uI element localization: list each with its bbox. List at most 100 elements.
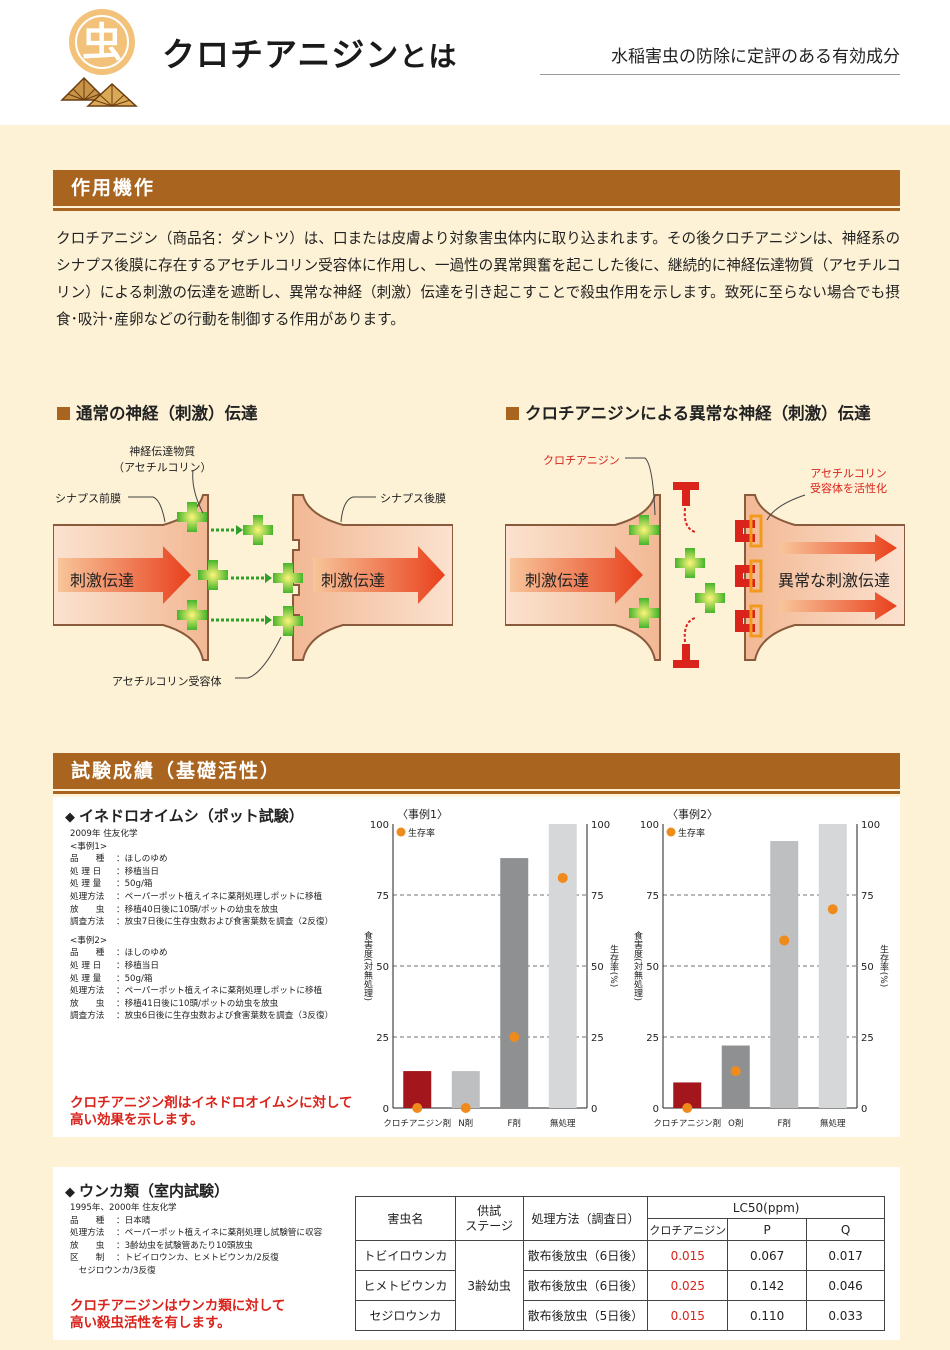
meta-row: 処理方法：ペーパーポット植えイネに薬剤処理しポットに移植 (70, 891, 323, 902)
survival-point (509, 1032, 520, 1042)
page-title: クロチアニジンとは (162, 35, 458, 74)
rice-callout: クロチアニジン剤はイネドロオイムシに対して高い効果を示します。 (70, 1095, 353, 1128)
meta-row: 処 理 日：移植当日 (70, 960, 159, 971)
meta-row: 1995年、2000年 住友化学 (70, 1203, 177, 1213)
meta-row: 区 制：トビイロウンカ、ヒメトビウンカ/2反復 (70, 1253, 279, 1264)
bar (770, 841, 799, 1108)
survival-point (682, 1103, 693, 1113)
y2-tick-label: 100 (861, 820, 880, 831)
bar (451, 1071, 480, 1108)
table-row: セジロウンカ 散布後放虫（5日後） 0.015 0.110 0.033 (355, 1300, 885, 1331)
meta-row: 放 虫：移植41日後に10頭/ポットの幼虫を放虫 (70, 998, 279, 1009)
section-heading-results: 試験成績（基礎活性） (53, 753, 900, 794)
diagram-right-heading: クロチアニジンによる異常な神経（刺激）伝達 (506, 400, 871, 424)
y2-tick-label: 0 (591, 1104, 597, 1115)
diagram-left-heading: 通常の神経（刺激）伝達 (57, 400, 258, 424)
meta-row: 品 種：ほしのゆめ (70, 854, 168, 865)
meta-row: セジロウンカ/3反復 (70, 1265, 156, 1276)
y2-tick-label: 0 (861, 1104, 867, 1115)
col-stage: 供試ステージ (454, 1196, 524, 1241)
y-axis-label: 食害度(対無処理) (632, 930, 643, 1001)
meta-row: 品 種：ほしのゆめ (70, 948, 168, 959)
x-tick-label: F剤 (778, 1118, 791, 1129)
col-a: クロチアニジン (647, 1218, 729, 1241)
tagline-divider (540, 74, 900, 75)
section-heading-mechanism: 作用機作 (53, 170, 900, 211)
y2-tick-label: 100 (591, 820, 610, 831)
label-receptor: アセチルコリン受容体 (112, 675, 222, 688)
y2-axis-label: 生存率(%) (878, 944, 889, 988)
abnormal-transmission-diagram (505, 457, 905, 668)
y2-tick-label: 25 (861, 1033, 874, 1044)
label-transmitter: 神経伝達物質（アセチルコリン） (113, 445, 212, 474)
planthopper-callout: クロチアニジンはウンカ類に対して高い殺虫活性を有します。 (70, 1298, 286, 1331)
chart-title: 〈事例1〉 (397, 807, 448, 821)
y2-tick-label: 75 (861, 891, 874, 902)
bar (721, 1045, 750, 1108)
x-tick-label: 無処理 (550, 1118, 576, 1129)
meta-row: 品 種：日本晴 (70, 1215, 151, 1226)
diamond-icon: ◆ (65, 810, 75, 825)
label-drug: クロチアニジン (543, 454, 620, 467)
rice-case-title: ◆イネドロオイムシ（ポット試験） (65, 807, 304, 825)
label-left-signal-b: 刺激伝達 (321, 571, 386, 590)
legend-marker (666, 827, 676, 837)
legend-label: 生存率 (408, 827, 435, 839)
y-tick-label: 25 (646, 1033, 659, 1044)
x-tick-label: F剤 (508, 1118, 521, 1129)
bar (548, 824, 577, 1108)
col-c: Q (806, 1218, 885, 1241)
y2-tick-label: 50 (861, 962, 874, 973)
bar (403, 1071, 432, 1108)
meta-row: 処理方法：ペーパーポット植えイネに薬剤処理し試験管に収容 (70, 1228, 323, 1239)
page-tagline: 水稲害虫の防除に定評のある有効成分 (611, 47, 900, 67)
legend-label: 生存率 (678, 827, 705, 839)
y-tick-label: 25 (376, 1033, 389, 1044)
col-lc50: LC50(ppm) (647, 1196, 885, 1219)
x-tick-label: N剤 (458, 1118, 473, 1129)
bar (818, 824, 847, 1108)
y-tick-label: 0 (653, 1104, 659, 1115)
logo-char: 虫 (82, 20, 122, 66)
label-postsynaptic: シナプス後膜 (380, 492, 446, 505)
survival-point (460, 1103, 471, 1113)
chart-title: 〈事例2〉 (667, 807, 718, 821)
y2-tick-label: 50 (591, 962, 604, 973)
bar (500, 858, 529, 1108)
meta-row: 処理方法：ペーパーポット植えイネに薬剤処理しポットに移植 (70, 986, 323, 997)
lc50-table: 害虫名 供試ステージ 処理方法（調査日） LC50(ppm) クロチアニジン P… (355, 1196, 885, 1331)
survival-point (557, 872, 568, 883)
label-presynaptic: シナプス前膜 (55, 492, 121, 505)
y-tick-label: 75 (646, 891, 659, 902)
label-left-signal-a: 刺激伝達 (70, 571, 135, 590)
y2-tick-label: 25 (591, 1033, 604, 1044)
meta-row: 処 理 量：50g/箱 (70, 879, 153, 890)
table-row: ヒメトビウンカ 散布後放虫（6日後） 0.025 0.142 0.046 (355, 1270, 885, 1301)
meta-row: 調査方法：放虫7日後に生存虫数および食害葉数を調査（2反復） (70, 917, 334, 928)
y-axis-label: 食害度(対無処理) (362, 930, 373, 1001)
meta-row: 処 理 量：50g/箱 (70, 973, 153, 984)
survival-point (779, 935, 790, 946)
x-tick-label: 無処理 (820, 1118, 846, 1129)
y-tick-label: 50 (646, 962, 659, 973)
y-tick-label: 50 (376, 962, 389, 973)
col-pest: 害虫名 (355, 1196, 456, 1241)
survival-point (827, 904, 838, 915)
diamond-icon: ◆ (65, 1185, 75, 1200)
survival-point (412, 1103, 423, 1113)
page-header: 虫 クロチアニジンとは 水稲害虫の防除に定評のある有効成分 (0, 0, 950, 125)
planthopper-meta: 1995年、2000年 住友化学品 種：日本晴処理方法：ペーパーポット植えイネに… (70, 1202, 322, 1278)
y-tick-label: 100 (640, 820, 659, 831)
label-right-signal-a: 刺激伝達 (525, 571, 590, 590)
y2-tick-label: 75 (591, 891, 604, 902)
y-tick-label: 75 (376, 891, 389, 902)
label-activate: アセチルコリン受容体を活性化 (810, 467, 887, 495)
x-tick-label: O剤 (728, 1118, 743, 1129)
col-method: 処理方法（調査日） (522, 1196, 649, 1241)
y-tick-label: 0 (383, 1104, 389, 1115)
planthopper-case-title: ◆ウンカ類（室内試験） (65, 1182, 230, 1200)
label-right-signal-b: 異常な刺激伝達 (778, 571, 891, 590)
table-row: トビイロウンカ 3齢幼虫 散布後放虫（6日後） 0.015 0.067 0.01… (355, 1240, 885, 1331)
